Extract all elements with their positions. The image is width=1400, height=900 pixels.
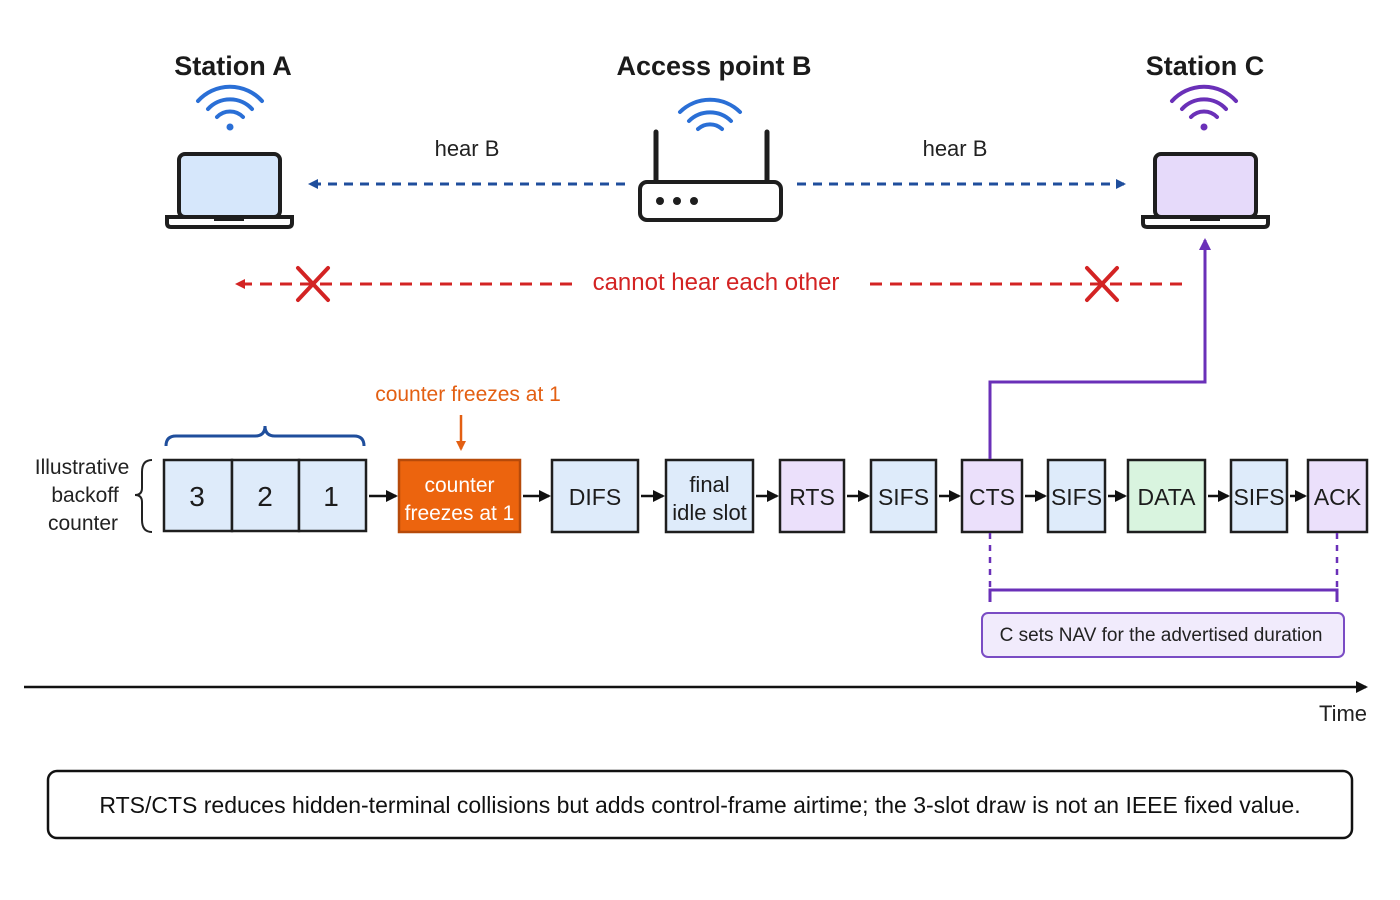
sifs-2-label: SIFS bbox=[1051, 484, 1102, 510]
counter-freeze-box bbox=[397, 458, 522, 534]
time-axis-label: Time bbox=[1319, 701, 1367, 726]
backoff-label-line-3: counter bbox=[48, 512, 118, 535]
cts-label: CTS bbox=[969, 484, 1015, 510]
hear-b-right-label: hear B bbox=[923, 136, 988, 161]
cts-to-station-c-arrow bbox=[988, 238, 1211, 459]
sifs-3-label: SIFS bbox=[1233, 484, 1284, 510]
sifs-1-label: SIFS bbox=[878, 484, 929, 510]
blocked-left-icon bbox=[296, 266, 330, 302]
rts-label: RTS bbox=[789, 484, 835, 510]
blocked-right-icon bbox=[1085, 266, 1119, 302]
backoff-slot-3-label: 3 bbox=[189, 481, 205, 512]
backoff-slot-3 bbox=[162, 458, 234, 533]
station-c-title: Station C bbox=[1146, 51, 1265, 81]
station-a-title: Station A bbox=[174, 51, 292, 81]
sifs-2-box bbox=[1046, 458, 1107, 534]
counter-freeze-label-line-2: freezes at 1 bbox=[405, 502, 515, 525]
backoff-label-line-1: Illustrative bbox=[35, 456, 130, 479]
access-point-title: Access point B bbox=[616, 51, 811, 81]
freeze-annotation: counter freezes at 1 bbox=[375, 383, 561, 406]
sifs-3-box bbox=[1229, 458, 1289, 534]
sifs-1-box bbox=[869, 458, 938, 534]
nav-label-box bbox=[981, 612, 1345, 658]
cannot-hear-label: cannot hear each other bbox=[593, 269, 840, 296]
backoff-slot-1-label: 1 bbox=[323, 481, 339, 512]
footnote-box bbox=[46, 769, 1354, 840]
data-box bbox=[1126, 458, 1207, 534]
data-label: DATA bbox=[1138, 484, 1197, 510]
difs-label: DIFS bbox=[569, 484, 621, 510]
difs-box bbox=[550, 458, 640, 534]
nav-bracket bbox=[988, 588, 1339, 602]
backoff-slot-2-label: 2 bbox=[257, 481, 273, 512]
backoff-slot-1 bbox=[297, 458, 368, 533]
access-point-router-icon bbox=[638, 97, 783, 222]
station-a-laptop-icon bbox=[165, 84, 294, 229]
cts-box bbox=[960, 458, 1024, 534]
counter-freeze-label-line-1: counter bbox=[424, 474, 494, 497]
station-c-laptop-icon bbox=[1141, 84, 1270, 229]
backoff-slots-brace bbox=[164, 425, 366, 447]
nav-label: C sets NAV for the advertised duration bbox=[1000, 625, 1323, 646]
ack-label: ACK bbox=[1314, 484, 1362, 510]
backoff-counter-label: Illustrative backoff counter bbox=[35, 456, 130, 535]
backoff-label-line-2: backoff bbox=[51, 484, 118, 507]
ack-box bbox=[1306, 458, 1369, 534]
final-idle-slot-box bbox=[664, 458, 755, 534]
hear-b-left-label: hear B bbox=[435, 136, 500, 161]
rts-box bbox=[778, 458, 846, 534]
final-idle-slot-label-line-2: idle slot bbox=[672, 500, 747, 525]
backoff-label-brace bbox=[134, 459, 153, 533]
footnote-text: RTS/CTS reduces hidden-terminal collisio… bbox=[99, 792, 1300, 818]
backoff-slot-2 bbox=[230, 458, 301, 533]
final-idle-slot-label-line-1: final bbox=[689, 472, 729, 497]
frame-sequence: counter freezes at 1 DIFS final idle slot RTS… bbox=[369, 458, 1369, 534]
backoff-slots: 3 2 1 bbox=[162, 458, 368, 533]
